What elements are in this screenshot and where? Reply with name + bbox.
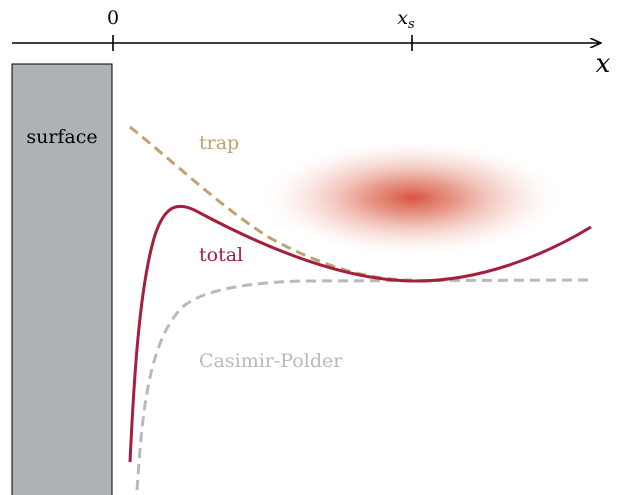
surface-block [11, 63, 113, 495]
trap-curve [129, 125, 413, 282]
tick-xs-sub: s [408, 17, 415, 32]
axis-variable-label: x [596, 49, 611, 79]
atom-cloud [257, 138, 567, 258]
surface-label: surface [26, 126, 97, 148]
tick-xs-label: xs [397, 7, 415, 32]
casimir-polder-curve [135, 278, 591, 491]
total-label: total [199, 244, 243, 266]
tick-xs-main: x [397, 7, 408, 29]
casimir-polder-label: Casimir-Polder [199, 350, 343, 372]
tick-zero-label: 0 [107, 7, 119, 29]
trap-label: trap [199, 132, 239, 154]
total-curve [128, 204, 592, 463]
